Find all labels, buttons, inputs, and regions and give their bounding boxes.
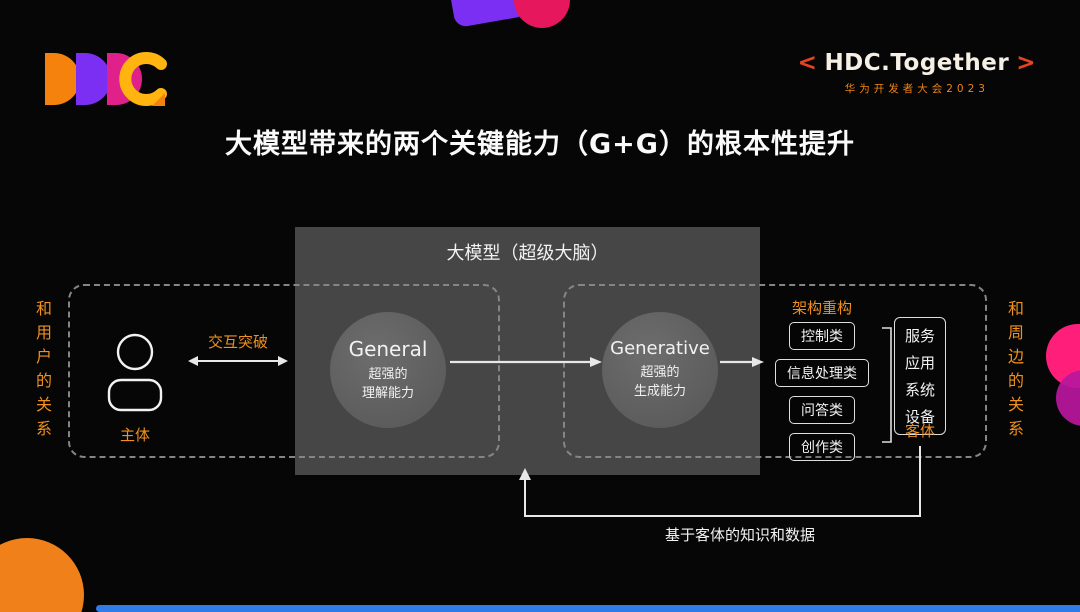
feedback-path <box>519 446 921 517</box>
brand-bracket-right: > <box>1016 50 1036 76</box>
target-item: 系统 <box>904 381 935 399</box>
general-desc-line2: 理解能力 <box>361 385 414 401</box>
deco-pink-circle <box>514 0 570 28</box>
category-box: 控制类 <box>789 322 855 350</box>
category-box-list: 控制类 信息处理类 问答类 创作类 <box>762 322 882 461</box>
interaction-double-arrow <box>188 356 288 366</box>
deco-blue-bar <box>96 605 1080 612</box>
user-side-dashed-group <box>68 284 500 458</box>
general-circle: General 超强的 理解能力 <box>330 312 446 428</box>
hdc-logo <box>45 52 167 106</box>
target-item: 设备 <box>904 408 935 426</box>
grouping-bracket <box>882 327 892 443</box>
feedback-label: 基于客体的知识和数据 <box>664 526 815 544</box>
peripheral-side-dashed-group <box>563 284 987 458</box>
generative-desc-line1: 超强的 <box>640 365 680 381</box>
general-title: General <box>348 336 428 361</box>
model-box-title: 大模型（超级大脑） <box>446 243 609 264</box>
left-relation-label: 和用户的关系 <box>33 300 52 444</box>
deco-orange-circle <box>0 538 84 612</box>
object-label: 客体 <box>904 422 935 440</box>
general-to-generative-arrow <box>450 357 602 367</box>
generative-desc-line2: 生成能力 <box>633 384 686 399</box>
page-title: 大模型带来的两个关键能力（G+G）的根本性提升 <box>225 129 855 160</box>
brand-lockup: < HDC.Together > 华为开发者大会2023 <box>798 50 1036 96</box>
subject-label: 主体 <box>119 426 150 444</box>
targets-box: 服务 应用 系统 设备 <box>894 317 946 435</box>
right-relation-label: 和周边的关系 <box>1005 300 1024 444</box>
architecture-label: 架构重构 <box>791 299 852 317</box>
user-icon <box>107 333 163 412</box>
brand-subtitle: 华为开发者大会2023 <box>844 83 989 95</box>
generative-title: Generative <box>610 338 710 360</box>
general-desc-line1: 超强的 <box>368 366 408 382</box>
generative-to-categories-arrow <box>720 357 764 367</box>
category-box: 问答类 <box>789 396 855 424</box>
target-item: 服务 <box>904 327 935 345</box>
interaction-label: 交互突破 <box>207 333 268 351</box>
brand-name: HDC.Together <box>824 50 1010 76</box>
brand-bracket-left: < <box>797 50 818 76</box>
target-item: 应用 <box>904 354 935 372</box>
category-box: 创作类 <box>789 433 855 461</box>
category-box: 信息处理类 <box>775 359 869 387</box>
generative-circle: Generative 超强的 生成能力 <box>602 312 718 428</box>
